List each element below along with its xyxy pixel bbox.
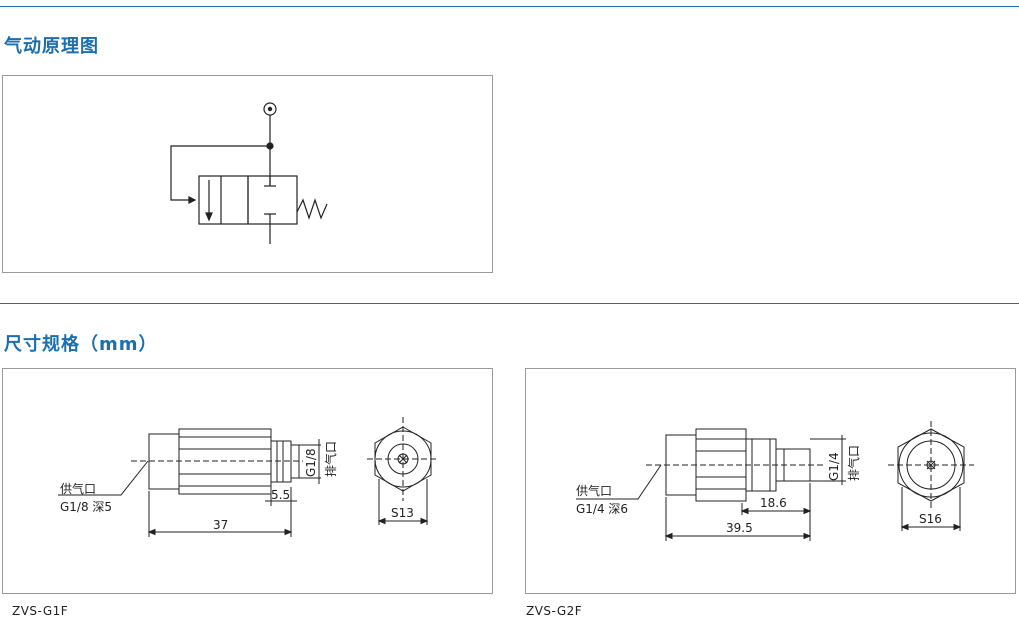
dim-short: 18.6 [760,496,787,510]
model-caption-zvs-g2f: ZVS-G2F [526,604,583,618]
exhaust-port-label: 排气口 [846,445,861,481]
supply-port-spec: G1/4 深6 [576,502,628,516]
exhaust-port-label: 排气口 [323,441,338,477]
dim-length: 37 [213,518,228,532]
supply-port-label: 供气口 [60,481,96,496]
zvs-g1f-drawing: 供气口 G1/8 深5 37 5.5 G1/8 排气口 S13 [58,417,439,537]
hex-size: S16 [919,512,942,526]
top-divider [0,6,1019,7]
dimension-panel-zvs-g1f: 供气口 G1/8 深5 37 5.5 G1/8 排气口 S13 [2,368,493,594]
middle-divider [0,303,1019,304]
supply-port-label: 供气口 [576,483,612,498]
exhaust-thread: G1/8 [304,448,318,477]
dimensions-title: 尺寸规格（mm） [4,334,158,355]
dim-length: 39.5 [726,521,753,535]
dimension-panel-zvs-g2f: 供气口 G1/4 深6 39.5 18.6 G1/4 排气口 S16 [525,368,1016,594]
pneumatic-diagram-panel [2,75,493,273]
supply-port-spec: G1/8 深5 [60,500,112,514]
pneumatic-schematic [170,102,328,244]
model-caption-zvs-g1f: ZVS-G1F [12,604,69,618]
hex-size: S13 [391,506,414,520]
zvs-g2f-drawing: 供气口 G1/4 深6 39.5 18.6 G1/4 排气口 S16 [576,421,974,541]
pneumatic-diagram-title: 气动原理图 [4,36,99,57]
dim-short: 5.5 [271,488,290,502]
exhaust-thread: G1/4 [827,452,841,481]
